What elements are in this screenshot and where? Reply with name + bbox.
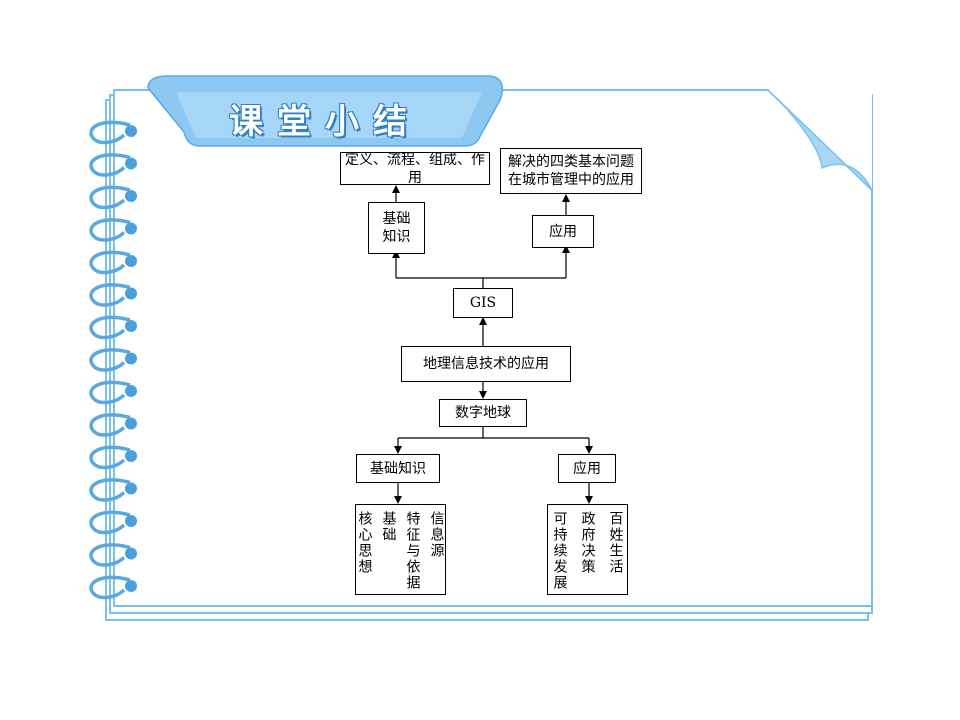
- binding-hole-icon: [125, 320, 137, 332]
- spiral-binding: [89, 120, 137, 600]
- binding-hole-icon: [125, 157, 137, 170]
- spiral-ring-icon: [89, 510, 131, 535]
- page-title: 课堂小结: [229, 102, 421, 142]
- detail-column-sustainable: 可持续发展: [551, 511, 568, 591]
- definition-box: 定义、流程、组成、作用: [340, 151, 490, 186]
- spiral-ring-icon: [89, 575, 131, 600]
- spiral-ring-icon: [89, 315, 131, 340]
- de-application-box: 应用: [558, 454, 616, 483]
- geo-info-tech-box-label: 地理信息技术的应用: [423, 356, 549, 372]
- binding-hole-icon: [125, 580, 137, 592]
- detail-column-info-source: 信息源: [428, 511, 445, 559]
- binding-hole-icon: [125, 352, 137, 365]
- digital-earth-box-label: 数字地球: [455, 405, 511, 421]
- spiral-ring-icon: [89, 380, 131, 405]
- binding-hole-icon: [125, 287, 137, 300]
- problems-box-label: 解决的四类基本问题 在城市管理中的应用: [508, 154, 634, 188]
- spiral-ring-icon: [89, 413, 131, 437]
- spiral-ring-icon: [89, 445, 131, 470]
- gis-application-box-label: 应用: [549, 223, 577, 240]
- binding-hole-icon: [125, 125, 137, 137]
- de-basic-box-label: 基础知识: [370, 460, 426, 477]
- spiral-ring-icon: [89, 185, 131, 210]
- digital-earth-box: 数字地球: [439, 399, 527, 427]
- detail-column-people-life: 百姓生活: [607, 511, 624, 575]
- de-application-detail-box: 百姓生活 政府决策 可持续发展: [547, 504, 628, 595]
- gis-basic-box: 基础 知识: [368, 202, 425, 254]
- binding-hole-icon: [125, 515, 137, 527]
- binding-hole-icon: [125, 222, 137, 235]
- binding-hole-icon: [125, 255, 137, 267]
- de-application-box-label: 应用: [573, 460, 601, 477]
- binding-hole-icon: [125, 547, 137, 560]
- detail-column-gov-decision: 政府决策: [579, 511, 596, 575]
- spiral-ring-icon: [89, 478, 131, 502]
- binding-hole-icon: [125, 482, 137, 495]
- spiral-ring-icon: [89, 283, 131, 307]
- gis-application-box: 应用: [532, 215, 594, 248]
- binding-hole-icon: [125, 417, 137, 430]
- spiral-ring-icon: [89, 218, 131, 242]
- detail-column-core-idea: 核心思想: [356, 511, 373, 575]
- detail-column-features: 特征与依据: [404, 511, 421, 591]
- spiral-ring-icon: [89, 153, 131, 177]
- gis-basic-box-label: 基础 知识: [382, 211, 411, 245]
- gis-box: GIS: [453, 288, 513, 318]
- binding-hole-icon: [125, 385, 137, 397]
- spiral-ring-icon: [89, 348, 131, 372]
- geo-info-tech-box: 地理信息技术的应用: [401, 346, 571, 382]
- problems-box: 解决的四类基本问题 在城市管理中的应用: [500, 148, 642, 194]
- spiral-ring-icon: [89, 120, 131, 145]
- de-basic-box: 基础知识: [356, 454, 440, 483]
- detail-column-basis: 基础: [380, 511, 397, 543]
- page-curl-icon: [767, 89, 873, 191]
- spiral-ring-icon: [89, 250, 131, 275]
- gis-box-label: GIS: [469, 295, 497, 311]
- de-basic-detail-box: 信息源 特征与依据 基础 核心思想: [355, 504, 446, 595]
- binding-hole-icon: [125, 190, 137, 202]
- spiral-ring-icon: [89, 543, 131, 567]
- definition-box-label: 定义、流程、组成、作用: [345, 151, 485, 186]
- binding-hole-icon: [125, 450, 137, 462]
